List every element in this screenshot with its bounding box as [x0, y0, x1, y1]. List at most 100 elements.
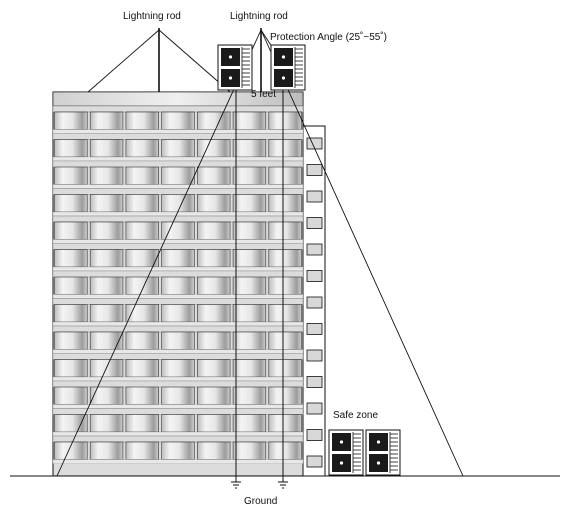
- building-floor: [52, 408, 304, 437]
- building-window: [161, 304, 195, 323]
- building-window: [268, 386, 302, 405]
- lightning-rod-left-label: Lightning rod: [123, 11, 181, 22]
- building-window: [232, 249, 267, 268]
- building-window: [89, 194, 124, 213]
- annex-window: [306, 376, 323, 388]
- protection-cone: [56, 29, 464, 477]
- building-floor: [52, 133, 304, 162]
- building-floor: [52, 215, 304, 244]
- building-window: [125, 276, 159, 295]
- building-window: [125, 221, 159, 240]
- building-floor: [52, 353, 304, 382]
- building-floor: [52, 270, 304, 299]
- building-window: [125, 386, 159, 405]
- building-window: [197, 386, 231, 405]
- building-window: [232, 304, 267, 323]
- air-conditioner-unit-icon: [328, 429, 364, 476]
- safe-zone-label: Safe zone: [333, 410, 378, 421]
- air-conditioner-unit-icon: [270, 44, 306, 91]
- building-window: [197, 304, 231, 323]
- ground-symbol-icon: [231, 481, 241, 489]
- building-window: [232, 386, 267, 405]
- building-window: [232, 139, 267, 158]
- annex-window: [306, 164, 323, 176]
- building-window: [89, 221, 124, 240]
- building-floor: [52, 298, 304, 327]
- building-window: [268, 359, 302, 378]
- building-window: [125, 331, 159, 350]
- annex-window: [306, 270, 323, 282]
- building-window: [232, 194, 267, 213]
- building-window: [89, 166, 124, 185]
- ground-symbol-icon: [278, 481, 288, 489]
- building-window: [232, 414, 267, 433]
- building-window: [161, 276, 195, 295]
- building-window: [161, 414, 195, 433]
- building-window: [197, 166, 231, 185]
- building-window: [161, 441, 195, 460]
- building-floor: [52, 188, 304, 217]
- building-window: [54, 359, 88, 378]
- building-window: [268, 331, 302, 350]
- lightning-rod-right-label: Lightning rod: [230, 11, 288, 22]
- annex-window: [306, 190, 323, 203]
- building-window: [268, 249, 302, 268]
- building-window: [125, 359, 159, 378]
- distance-label: 5 feet: [251, 89, 276, 100]
- building-window: [89, 331, 124, 350]
- building-window: [161, 194, 195, 213]
- building-window: [89, 414, 124, 433]
- building-window: [197, 359, 231, 378]
- building-window: [232, 221, 267, 240]
- building-window: [54, 111, 88, 130]
- building-window: [268, 221, 302, 240]
- building-window: [232, 166, 267, 185]
- building-window: [161, 139, 195, 158]
- building-window: [54, 276, 88, 295]
- building-window: [268, 166, 302, 185]
- annex-window: [306, 349, 323, 362]
- building-window: [161, 359, 195, 378]
- ground-label: Ground: [244, 496, 277, 505]
- building-window: [197, 249, 231, 268]
- building-window: [89, 111, 124, 130]
- building-window: [125, 304, 159, 323]
- building-window: [54, 304, 88, 323]
- building-window: [54, 414, 88, 433]
- annex-window: [306, 296, 323, 309]
- building-floor: [52, 160, 304, 189]
- building-window: [232, 111, 267, 130]
- building-window: [232, 276, 267, 295]
- building-window: [161, 386, 195, 405]
- building-window: [197, 111, 231, 130]
- building-window: [268, 139, 302, 158]
- building-window: [125, 414, 159, 433]
- building-window: [197, 331, 231, 350]
- building-window: [232, 359, 267, 378]
- building-window: [161, 111, 195, 130]
- building-window: [268, 414, 302, 433]
- building-floor: [52, 435, 304, 464]
- building-window: [54, 194, 88, 213]
- building-window: [268, 194, 302, 213]
- building-window: [54, 331, 88, 350]
- building-window: [89, 139, 124, 158]
- building-window: [232, 441, 267, 460]
- building-floor: [52, 380, 304, 409]
- building-window: [125, 139, 159, 158]
- building-window: [125, 111, 159, 130]
- annex-window: [306, 455, 323, 468]
- main-building: [52, 91, 304, 477]
- annex-window: [306, 429, 323, 441]
- building-window: [197, 276, 231, 295]
- air-conditioner-unit-icon: [217, 44, 253, 91]
- building-window: [161, 331, 195, 350]
- air-conditioner-unit-icon: [365, 429, 401, 476]
- building-window: [197, 139, 231, 158]
- building-window: [125, 194, 159, 213]
- building-annex: [302, 125, 326, 477]
- annex-window: [306, 323, 323, 335]
- building-window: [89, 441, 124, 460]
- building-window: [232, 331, 267, 350]
- building-window: [54, 166, 88, 185]
